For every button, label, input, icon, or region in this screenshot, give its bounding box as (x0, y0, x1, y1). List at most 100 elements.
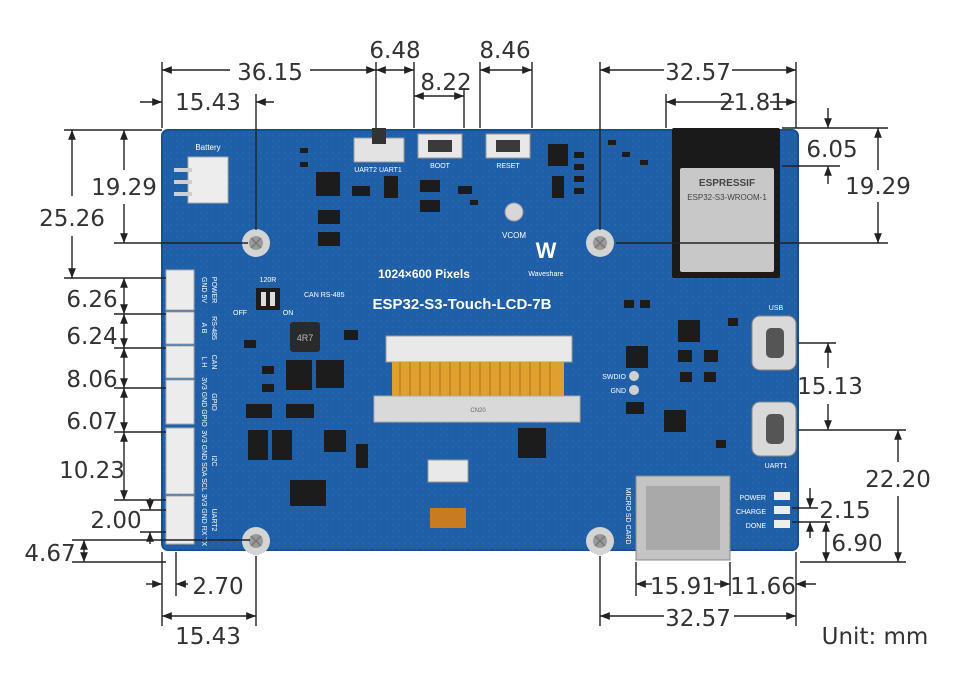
header-power-label: POWER (210, 277, 217, 303)
dim-bottom-11-66: 11.66 (730, 574, 796, 600)
header-power (165, 269, 195, 311)
power-led-label: POWER (740, 495, 766, 502)
fpc-connector: CN20 (373, 335, 581, 423)
header-gpio-pins: 3V3 GND GPIO (200, 377, 207, 427)
battery-connector: Battery (174, 143, 229, 204)
esp32-module: ESPRESSIF ESP32-S3-WROOM-1 (672, 128, 780, 278)
inductor-label: 4R7 (297, 333, 314, 343)
dim-top-15-43: 15.43 (175, 90, 241, 116)
dim-bottom-32-57: 32.57 (665, 606, 731, 632)
dim-top-36-15: 36.15 (237, 60, 303, 86)
header-rs485-label: RS-485 (210, 316, 217, 340)
reset-button: RESET (485, 133, 531, 170)
vcom-label: VCOM (502, 231, 526, 240)
dim-bottom-2-70: 2.70 (192, 574, 243, 600)
right-ics (624, 300, 738, 448)
module-brand: ESPRESSIF (699, 178, 755, 189)
status-leds: POWER CHARGE DONE (736, 492, 790, 530)
brand-label: Waveshare (528, 271, 563, 278)
dim-bottom-15-43: 15.43 (175, 624, 241, 650)
dim-top-21-81: 21.81 (719, 90, 785, 116)
module-name: ESP32-S3-WROOM-1 (687, 193, 767, 202)
uart-switch-label: UART2 UART1 (354, 167, 402, 174)
test-pads: SWDIO GND (602, 371, 639, 395)
header-i2c-label: I2C (210, 456, 217, 467)
vcom-potentiometer: VCOM (502, 202, 526, 240)
dim-left-6-07: 6.07 (66, 409, 117, 435)
resolution-label: 1024×600 Pixels (378, 267, 470, 281)
dimension-lines (64, 62, 906, 626)
header-gpio-label: GPIO (210, 393, 217, 411)
header-uart2-pins: 3V3 GND RX TX (200, 494, 207, 547)
header-uart2-label: UART2 (210, 509, 217, 532)
dim-left-10-23: 10.23 (59, 458, 125, 484)
on-label: ON (283, 310, 294, 317)
r120-label: 120R (260, 277, 277, 284)
dim-right-2-15: 2.15 (819, 498, 870, 524)
header-rs485 (165, 311, 195, 345)
header-can (165, 345, 195, 379)
dim-left-4-67: 4.67 (24, 541, 75, 567)
dim-left-6-26: 6.26 (66, 287, 117, 313)
mounting-hole-bottom-right (586, 527, 614, 555)
dim-left-6-24: 6.24 (66, 324, 117, 350)
dim-left-25-26: 25.26 (39, 206, 105, 232)
board-title: ESP32-S3-Touch-LCD-7B (373, 296, 552, 313)
dim-right-6-90: 6.90 (831, 531, 882, 557)
swdio-label: SWDIO (602, 374, 626, 381)
dim-right-6-05: 6.05 (806, 137, 857, 163)
dimension-labels: 36.15 6.48 8.22 8.46 15.43 32.57 21.81 6… (24, 38, 931, 650)
waveshare-logo-mark: W (536, 238, 557, 263)
dim-right-22-20: 22.20 (865, 467, 931, 493)
boot-label: BOOT (430, 163, 451, 170)
gnd-label: GND (610, 388, 626, 395)
dim-bottom-15-91: 15.91 (650, 574, 716, 600)
dim-left-2-00: 2.00 (90, 508, 141, 534)
mounting-hole-bottom-left (242, 527, 270, 555)
mounting-holes (242, 229, 614, 555)
lower-left-ics (244, 330, 368, 506)
usb-label: USB (769, 305, 784, 312)
can-dip-switch: 120R OFF ON CAN RS-485 (233, 277, 345, 317)
header-i2c (165, 427, 195, 495)
inductor: 4R7 (290, 322, 320, 352)
done-led-label: DONE (746, 523, 767, 530)
uart-switch: UART2 UART1 (353, 128, 405, 174)
uart1-label: UART1 (765, 463, 788, 470)
header-gpio (165, 379, 195, 425)
touch-connector (427, 428, 546, 528)
uart1-usb-c-port: UART1 (751, 401, 797, 470)
sd-card-label: MICRO SD CARD (624, 488, 631, 545)
mounting-hole-top-right (586, 229, 614, 257)
micro-sd-slot: MICRO SD CARD (624, 475, 731, 561)
dim-right-15-13: 15.13 (797, 374, 863, 400)
dim-left-19-29: 19.29 (91, 175, 157, 201)
header-can-label: CAN (210, 355, 217, 370)
dim-top-32-57: 32.57 (665, 60, 731, 86)
waveshare-logo: W Waveshare (528, 238, 563, 278)
boot-button: BOOT (417, 133, 463, 170)
dim-right-19-29: 19.29 (845, 174, 911, 200)
header-uart2 (165, 495, 195, 545)
can-rs485-label: CAN RS-485 (304, 292, 345, 299)
header-rs485-pins: A B (200, 323, 207, 334)
reset-label: RESET (496, 163, 520, 170)
fpc-label: CN20 (470, 408, 486, 414)
charge-led-label: CHARGE (736, 509, 766, 516)
off-label: OFF (233, 310, 247, 317)
battery-label: Battery (195, 143, 220, 152)
header-power-pins: GND 5V (200, 277, 207, 303)
unit-label: Unit: mm (822, 624, 929, 650)
header-can-pins: L H (200, 357, 207, 368)
dim-left-8-06: 8.06 (66, 367, 117, 393)
dim-top-8-46: 8.46 (479, 38, 530, 64)
smd-components (300, 140, 648, 246)
mounting-hole-top-left (242, 229, 270, 257)
dim-top-8-22: 8.22 (420, 70, 471, 96)
left-headers: POWER GND 5V RS-485 A B CAN L H GPIO 3V3… (165, 269, 217, 547)
usb-c-port: USB (751, 305, 797, 371)
header-i2c-pins: 3V3 GND SDA SCL (200, 430, 207, 492)
dim-top-6-48: 6.48 (369, 38, 420, 64)
